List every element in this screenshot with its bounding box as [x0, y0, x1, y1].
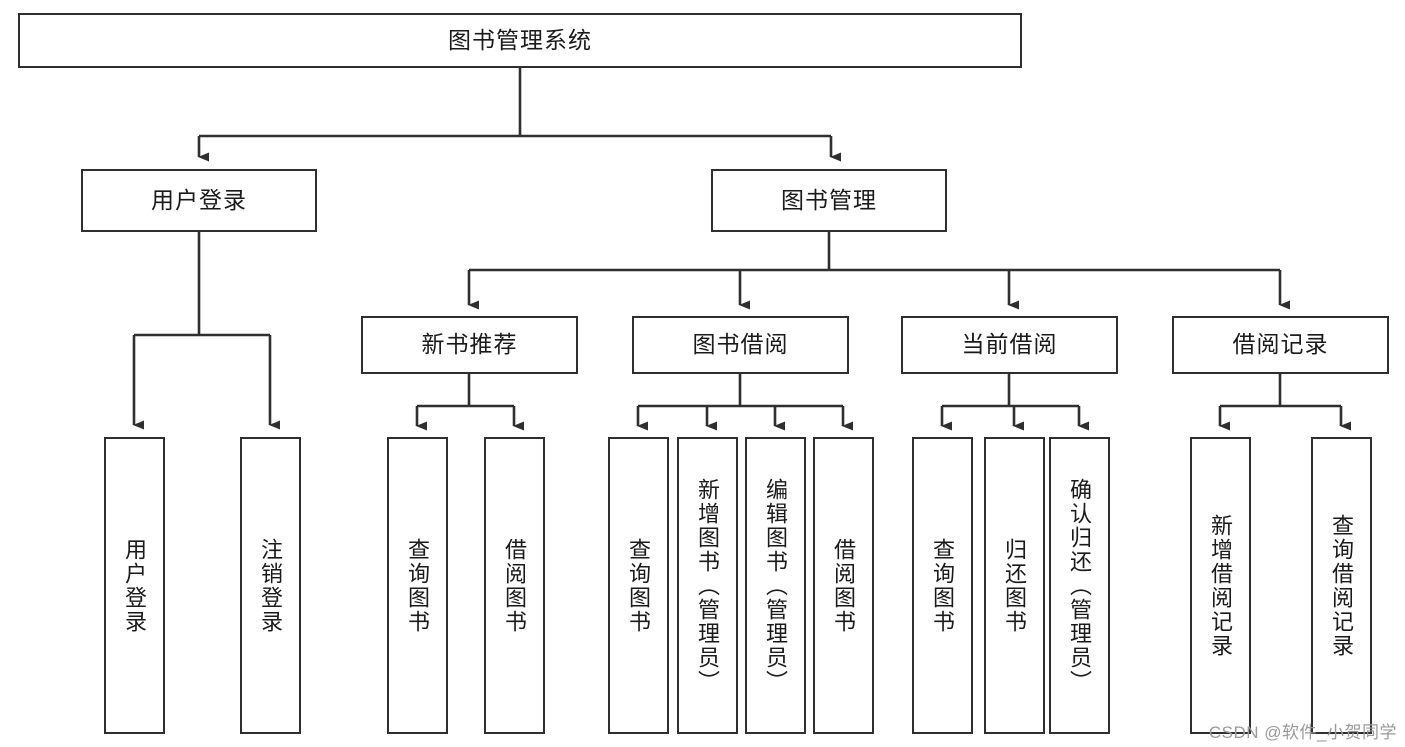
leaf-add-borrow-record-label: 新增借阅记录: [1208, 513, 1234, 658]
leaf-return-book-label: 归还图书: [1002, 537, 1028, 634]
leaf-borrow-book-rec-label: 借阅图书: [502, 537, 528, 634]
watermark: CSDN @软件_小贺同学: [1208, 723, 1397, 742]
leaf-borrow-book-label: 借阅图书: [831, 537, 857, 634]
leaf-confirm-return-admin[interactable]: 确认归还（管理员）: [1049, 437, 1110, 734]
leaf-query-book-borrow-label: 查询图书: [626, 537, 652, 634]
leaf-borrow-book[interactable]: 借阅图书: [813, 437, 874, 734]
leaf-query-book-current-label: 查询图书: [930, 537, 956, 634]
leaf-user-login[interactable]: 用户登录: [104, 437, 165, 734]
leaf-borrow-book-rec[interactable]: 借阅图书: [484, 437, 545, 734]
node-root[interactable]: 图书管理系统: [18, 13, 1022, 68]
node-user-login[interactable]: 用户登录: [81, 169, 317, 232]
leaf-user-login-label: 用户登录: [122, 537, 148, 634]
leaf-logout[interactable]: 注销登录: [240, 437, 301, 734]
node-new-book-recommend[interactable]: 新书推荐: [361, 316, 578, 374]
leaf-logout-label: 注销登录: [258, 537, 284, 634]
leaf-query-book-rec[interactable]: 查询图书: [387, 437, 448, 734]
leaf-query-book-borrow[interactable]: 查询图书: [608, 437, 669, 734]
leaf-query-borrow-record[interactable]: 查询借阅记录: [1311, 437, 1372, 734]
leaf-query-book-rec-label: 查询图书: [405, 537, 431, 634]
node-book-management-label: 图书管理: [781, 186, 877, 213]
node-new-book-recommend-label: 新书推荐: [421, 331, 518, 358]
leaf-query-book-current[interactable]: 查询图书: [912, 437, 973, 734]
node-borrow-record[interactable]: 借阅记录: [1172, 316, 1389, 374]
leaf-query-borrow-record-label: 查询借阅记录: [1329, 513, 1355, 658]
node-book-borrow-label: 图书借阅: [692, 331, 789, 358]
leaf-return-book[interactable]: 归还图书: [984, 437, 1045, 734]
leaf-edit-book-admin[interactable]: 编辑图书（管理员）: [745, 437, 806, 734]
leaf-add-book-admin-label: 新增图书（管理员）: [695, 477, 721, 694]
leaf-add-borrow-record[interactable]: 新增借阅记录: [1190, 437, 1251, 734]
node-root-label: 图书管理系统: [448, 26, 592, 53]
node-current-borrow[interactable]: 当前借阅: [901, 316, 1118, 374]
leaf-confirm-return-admin-label: 确认归还（管理员）: [1067, 477, 1093, 694]
node-borrow-record-label: 借阅记录: [1232, 331, 1329, 358]
node-book-borrow[interactable]: 图书借阅: [632, 316, 849, 374]
node-current-borrow-label: 当前借阅: [961, 331, 1058, 358]
leaf-edit-book-admin-label: 编辑图书（管理员）: [763, 477, 789, 694]
leaf-add-book-admin[interactable]: 新增图书（管理员）: [677, 437, 738, 734]
node-user-login-label: 用户登录: [151, 186, 247, 213]
node-book-management[interactable]: 图书管理: [711, 169, 947, 232]
